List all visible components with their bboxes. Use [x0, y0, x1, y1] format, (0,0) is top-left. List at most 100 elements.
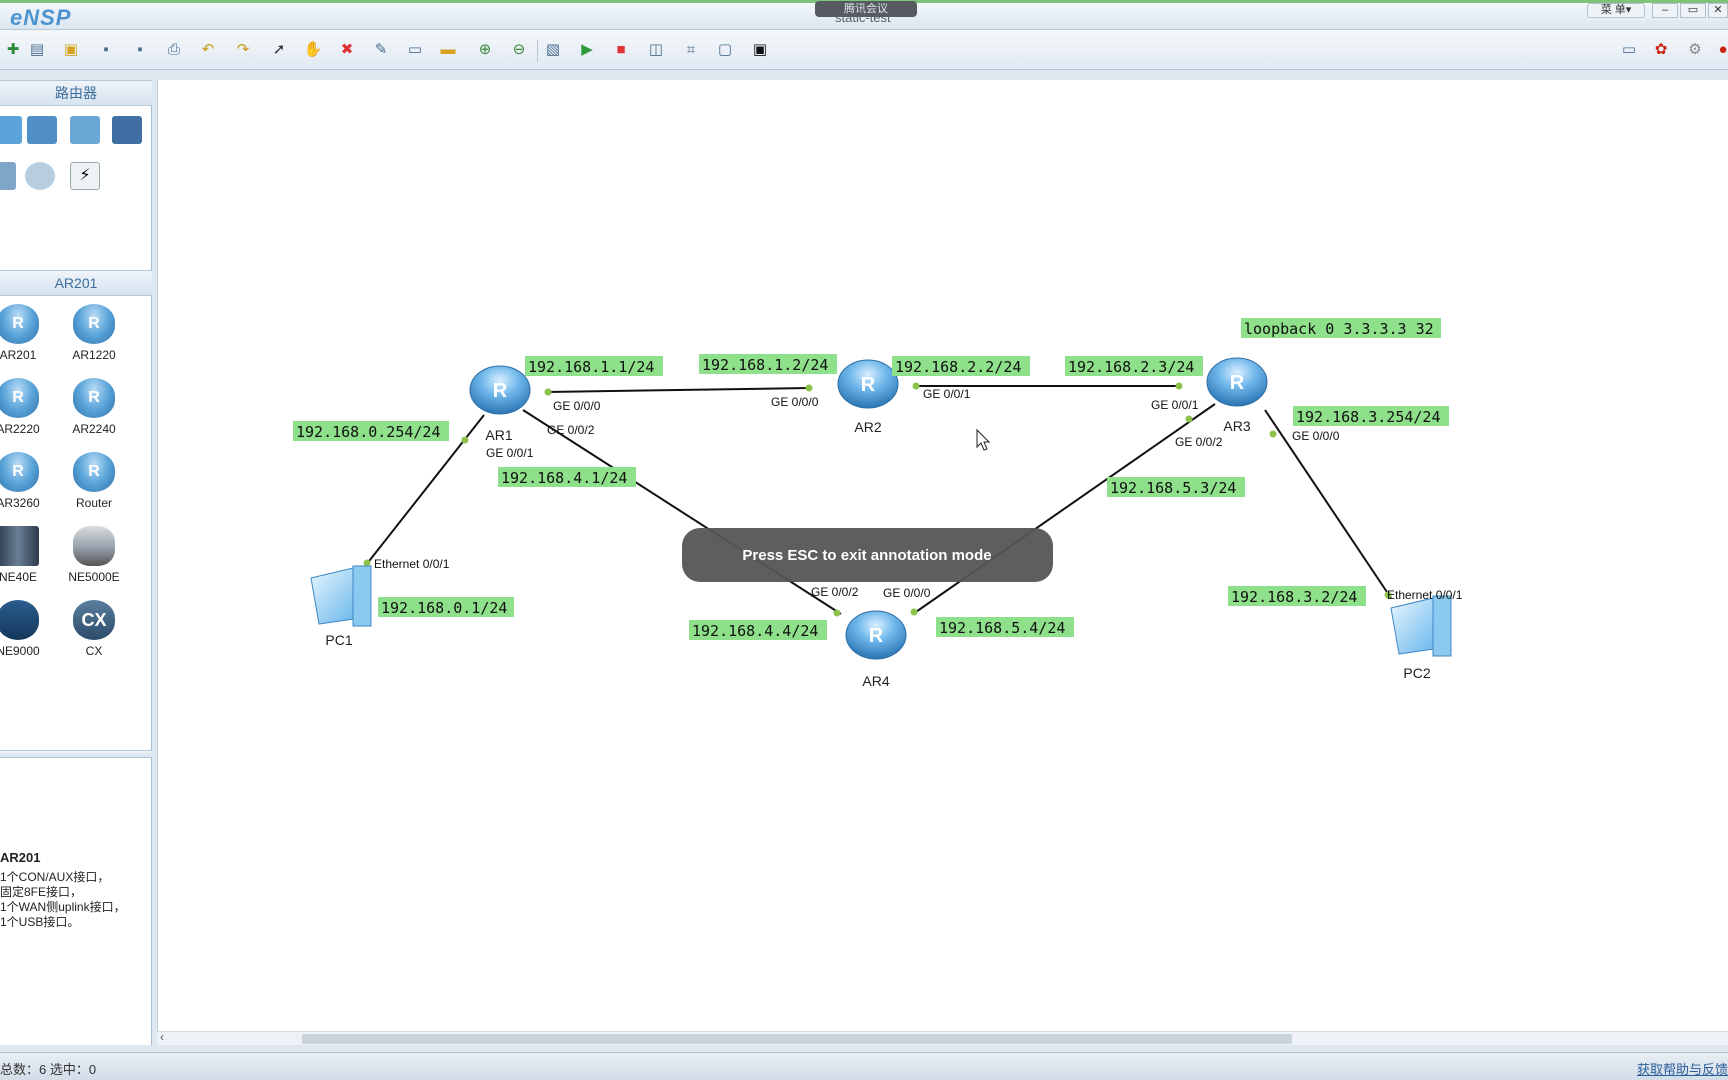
router-icon: R — [0, 304, 39, 344]
save-icon[interactable]: ▪ — [103, 41, 109, 58]
chat-icon[interactable]: ▭ — [1621, 41, 1637, 58]
ip-label[interactable]: 192.168.4.4/24 — [692, 622, 818, 640]
ip-label[interactable]: 192.168.2.3/24 — [1068, 358, 1194, 376]
port-label: Ethernet 0/0/1 — [374, 557, 450, 571]
grid-icon[interactable]: ▢ — [717, 41, 733, 58]
delete-link-icon[interactable]: ✎ — [374, 41, 388, 58]
hand-icon[interactable]: ✋ — [303, 41, 323, 58]
scrollbar-thumb[interactable] — [302, 1034, 1292, 1044]
delete-icon[interactable]: ✖ — [340, 41, 354, 58]
router-category-icon[interactable] — [0, 116, 22, 144]
stop-device-icon[interactable]: ■ — [616, 41, 626, 58]
save-as-icon[interactable]: ▪ — [137, 41, 143, 58]
screenshot-icon[interactable]: ▣ — [752, 41, 768, 58]
cloud-category-icon[interactable] — [25, 162, 55, 190]
capture-icon[interactable]: ◫ — [648, 41, 664, 58]
new-topology-icon[interactable]: ✚ — [6, 41, 20, 58]
undo-icon[interactable]: ↶ — [201, 41, 215, 58]
pointer-icon[interactable]: ➚ — [272, 41, 286, 58]
firewall-category-icon[interactable] — [112, 116, 142, 144]
link-ar1-ar4[interactable] — [522, 409, 842, 615]
port-label: GE 0/0/2 — [547, 423, 595, 437]
close-button[interactable]: ✕ — [1708, 3, 1728, 18]
link-ar1-ar2[interactable] — [546, 387, 810, 393]
node-label-ar3: AR3 — [1223, 418, 1250, 434]
ip-label[interactable]: 192.168.0.1/24 — [381, 599, 507, 617]
svg-text:R: R — [493, 380, 508, 402]
node-pc1[interactable]: PC1 — [310, 565, 372, 648]
link-ar3-ar4[interactable] — [912, 403, 1216, 615]
help-icon[interactable]: ● — [1718, 41, 1728, 58]
node-label-pc2: PC2 — [1403, 665, 1430, 681]
node-ar3[interactable]: R AR3 — [1206, 357, 1268, 434]
status-counts: 总数：6 选中：0 — [0, 1062, 97, 1077]
node-ar4[interactable]: R AR4 — [845, 610, 907, 689]
ip-label-loopback[interactable]: loopback 0 3.3.3.3 32 — [1244, 320, 1434, 338]
router-icon: R — [0, 378, 39, 418]
connection-category-icon[interactable]: ⚡ — [70, 162, 100, 190]
text-annotation-icon[interactable]: ▭ — [407, 41, 423, 58]
port-label: GE 0/0/0 — [883, 586, 931, 600]
device-ne5000e[interactable]: NE5000E — [59, 526, 129, 584]
cx-icon: CX — [73, 600, 115, 640]
restore-button[interactable]: ▭ — [1680, 3, 1706, 18]
wlan-category-icon[interactable] — [70, 116, 100, 144]
node-label-pc1: PC1 — [325, 632, 352, 648]
switch-category-icon[interactable] — [27, 116, 57, 144]
zoom-in-icon[interactable]: ⊕ — [478, 41, 492, 58]
port-label: GE 0/0/0 — [553, 399, 601, 413]
mouse-cursor-icon — [976, 428, 991, 451]
open-folder-icon[interactable]: ▣ — [63, 41, 79, 58]
ip-label[interactable]: 192.168.4.1/24 — [501, 469, 627, 487]
router-icon: R — [73, 378, 115, 418]
start-device-icon[interactable]: ▶ — [581, 41, 593, 58]
minimize-button[interactable]: – — [1652, 3, 1678, 18]
print-icon[interactable]: ⎙ — [167, 41, 180, 58]
settings-gear-icon[interactable]: ⚙ — [1688, 41, 1702, 58]
port-label: GE 0/0/2 — [1175, 435, 1223, 449]
title-bar: eNSP 腾讯会议 static-test 菜 单▾ – ▭ ✕ — [0, 0, 1728, 30]
ip-label[interactable]: 192.168.1.2/24 — [702, 356, 828, 374]
panel-splitter[interactable] — [0, 750, 152, 758]
toast-text: Press ESC to exit annotation mode — [742, 547, 991, 564]
ip-label[interactable]: 192.168.3.254/24 — [1296, 408, 1441, 426]
redo-icon[interactable]: ↷ — [236, 41, 250, 58]
help-feedback-link[interactable]: 获取帮助与反馈 — [1636, 1062, 1728, 1077]
topology-canvas[interactable]: R AR1 R AR2 R AR3 R AR4 PC1 PC2 — [157, 80, 1728, 1045]
menu-button[interactable]: 菜 单▾ — [1587, 3, 1645, 18]
device-ne9000[interactable]: NE9000 — [0, 600, 53, 658]
ip-label[interactable]: 192.168.3.2/24 — [1231, 588, 1357, 606]
zoom-out-icon[interactable]: ⊖ — [512, 41, 526, 58]
node-ar2[interactable]: R AR2 — [837, 359, 899, 435]
ip-label[interactable]: 192.168.5.4/24 — [939, 619, 1065, 637]
ip-label[interactable]: 192.168.5.3/24 — [1110, 479, 1236, 497]
terminal-category-icon[interactable] — [0, 162, 16, 190]
meeting-indicator[interactable]: 腾讯会议 — [815, 1, 917, 17]
node-label-ar1: AR1 — [485, 427, 512, 443]
topology-icon[interactable]: ⌗ — [686, 41, 696, 58]
huawei-icon[interactable]: ✿ — [1654, 41, 1668, 58]
fit-view-icon[interactable]: ▧ — [545, 41, 561, 58]
ip-label[interactable]: 192.168.1.1/24 — [528, 358, 654, 376]
port-label: GE 0/0/2 — [811, 585, 859, 599]
horizontal-scrollbar[interactable]: ‹ — [157, 1030, 1728, 1045]
ip-label[interactable]: 192.168.0.254/24 — [296, 423, 441, 441]
app-logo: eNSP — [10, 5, 72, 30]
router-icon: R — [0, 452, 39, 492]
topology-diagram: R AR1 R AR2 R AR3 R AR4 PC1 PC2 — [293, 318, 1463, 689]
scroll-left-icon[interactable]: ‹ — [160, 1030, 164, 1044]
link-ar3-pc2[interactable] — [1264, 409, 1392, 599]
ip-label[interactable]: 192.168.2.2/24 — [895, 358, 1021, 376]
new-file-icon[interactable]: ▤ — [29, 41, 45, 58]
node-ar1[interactable]: R AR1 — [469, 365, 531, 443]
device-ne40e[interactable]: NE40E — [0, 526, 53, 584]
palette-icon[interactable]: ▬ — [440, 41, 456, 58]
node-pc2[interactable]: PC2 — [1390, 595, 1452, 681]
